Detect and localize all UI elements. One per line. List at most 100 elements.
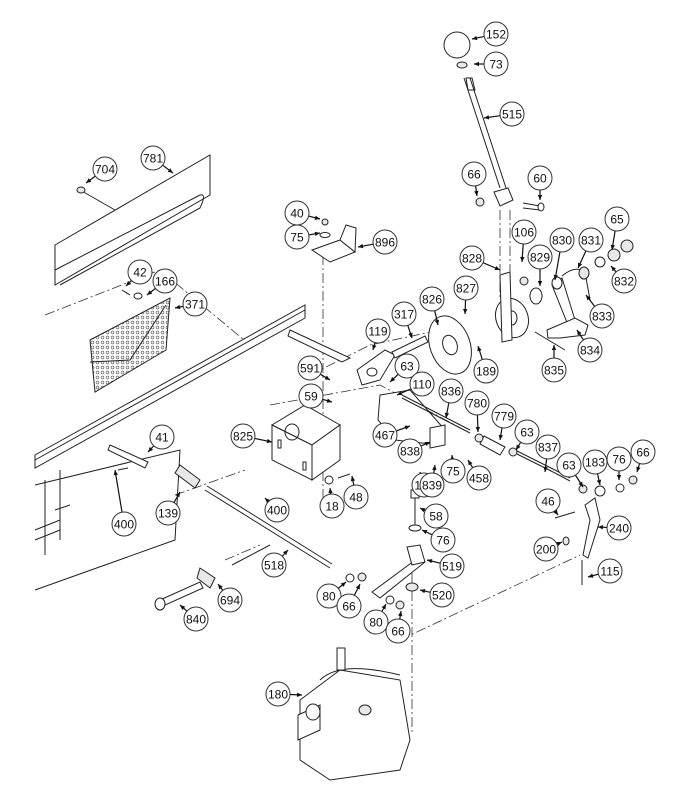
callout-458: 458	[466, 459, 492, 491]
callout-label: 58	[429, 510, 443, 524]
callout-circle	[363, 609, 389, 635]
callout-label: 63	[520, 426, 534, 440]
callout-75: 75	[284, 224, 321, 250]
callout-73: 73	[474, 51, 509, 77]
callout-65: 65	[604, 206, 630, 251]
callout-circle	[365, 318, 391, 344]
callout-label: 828	[462, 252, 482, 266]
callout-label: 66	[391, 625, 405, 639]
callout-label: 694	[220, 594, 240, 608]
leader-arrowhead	[86, 178, 92, 183]
nuts-80-66	[345, 572, 405, 610]
callout-circle	[111, 511, 137, 537]
callout-label: 779	[494, 410, 514, 424]
leader-arrowhead	[420, 508, 426, 513]
leader-arrowhead	[180, 605, 186, 610]
callout-831: 831	[577, 227, 604, 269]
callout-label: 46	[541, 495, 555, 509]
leader-arrowhead	[610, 244, 615, 250]
callout-75: 75	[440, 454, 466, 484]
callout-label: 827	[456, 282, 476, 296]
leader-arrowhead	[553, 274, 559, 280]
callout-label: 518	[264, 559, 284, 573]
leader-arrowhead	[468, 460, 473, 466]
leader-arrowhead	[432, 465, 437, 471]
leader-arrowhead	[598, 525, 604, 530]
callout-836: 836	[438, 378, 464, 419]
callout-781: 781	[140, 145, 174, 174]
callout-circle	[527, 165, 553, 191]
callout-circle	[611, 268, 637, 294]
callout-518: 518	[261, 549, 289, 578]
callout-circle	[182, 291, 208, 317]
bracket-119	[356, 349, 396, 386]
leader-arrowhead	[422, 530, 428, 535]
callout-63: 63	[556, 452, 584, 488]
bracket-834	[546, 317, 589, 339]
callout-832: 832	[610, 265, 637, 294]
rod-837	[508, 447, 638, 497]
callout-circle	[630, 439, 656, 465]
leader-arrowhead	[175, 304, 181, 310]
callout-circle	[604, 206, 630, 232]
leader-arrowhead	[516, 444, 521, 450]
callout-label: 166	[155, 275, 175, 289]
leader-arrowhead	[434, 319, 440, 325]
callout-115: 115	[587, 558, 623, 584]
transmission-housing	[297, 647, 411, 781]
callout-label: 76	[612, 453, 626, 467]
leader-arrowhead	[282, 550, 288, 556]
callout-circle	[397, 438, 423, 464]
callout-780: 780	[464, 390, 490, 433]
callout-label: 80	[369, 616, 383, 630]
callout-label: 831	[581, 234, 601, 248]
callout-840: 840	[179, 604, 209, 632]
callout-label: 42	[133, 266, 147, 280]
leader-arrowhead	[484, 115, 490, 120]
callout-label: 60	[533, 172, 547, 186]
bolt-48	[324, 473, 351, 485]
rod-836	[401, 394, 471, 434]
leader-arrowhead	[175, 492, 180, 498]
callout-152: 152	[471, 21, 509, 47]
callout-837: 837	[535, 434, 561, 473]
callout-label: 63	[400, 360, 414, 374]
callout-label: 65	[610, 213, 624, 227]
callout-779: 779	[491, 403, 517, 441]
callout-110: 110	[396, 371, 435, 397]
callout-circle	[423, 503, 449, 529]
callout-label: 106	[514, 226, 534, 240]
shaft-317	[391, 335, 429, 359]
shift-knob	[443, 31, 471, 59]
leader-arrowhead	[314, 215, 320, 220]
callout-label: 520	[432, 589, 452, 603]
callout-circle	[606, 446, 632, 472]
lever-pivot-block	[475, 187, 545, 212]
leader-arrowhead	[551, 345, 557, 350]
callout-18: 18	[319, 487, 345, 519]
callout-label: 400	[267, 504, 287, 518]
housing-bracket	[270, 404, 341, 481]
callout-240: 240	[597, 515, 632, 541]
callout-circle	[483, 21, 509, 47]
callout-circle	[535, 488, 561, 514]
leader-arrowhead	[296, 692, 302, 697]
callout-circle	[466, 465, 492, 491]
callout-circle	[336, 593, 362, 619]
leader-arrowhead	[326, 398, 332, 403]
leader-arrowhead	[553, 509, 558, 515]
callout-circle	[284, 224, 310, 250]
callout-circle	[297, 355, 323, 381]
callout-label: 180	[268, 688, 288, 702]
leader-arrowhead	[266, 438, 272, 444]
leader-arrowhead	[126, 280, 132, 286]
callout-label: 371	[185, 298, 205, 312]
callout-66: 66	[630, 439, 656, 473]
callout-circle	[606, 515, 632, 541]
callout-circle	[430, 527, 456, 553]
callout-circle	[261, 552, 287, 578]
bolt-840	[154, 581, 204, 611]
callout-label: 189	[476, 365, 496, 379]
